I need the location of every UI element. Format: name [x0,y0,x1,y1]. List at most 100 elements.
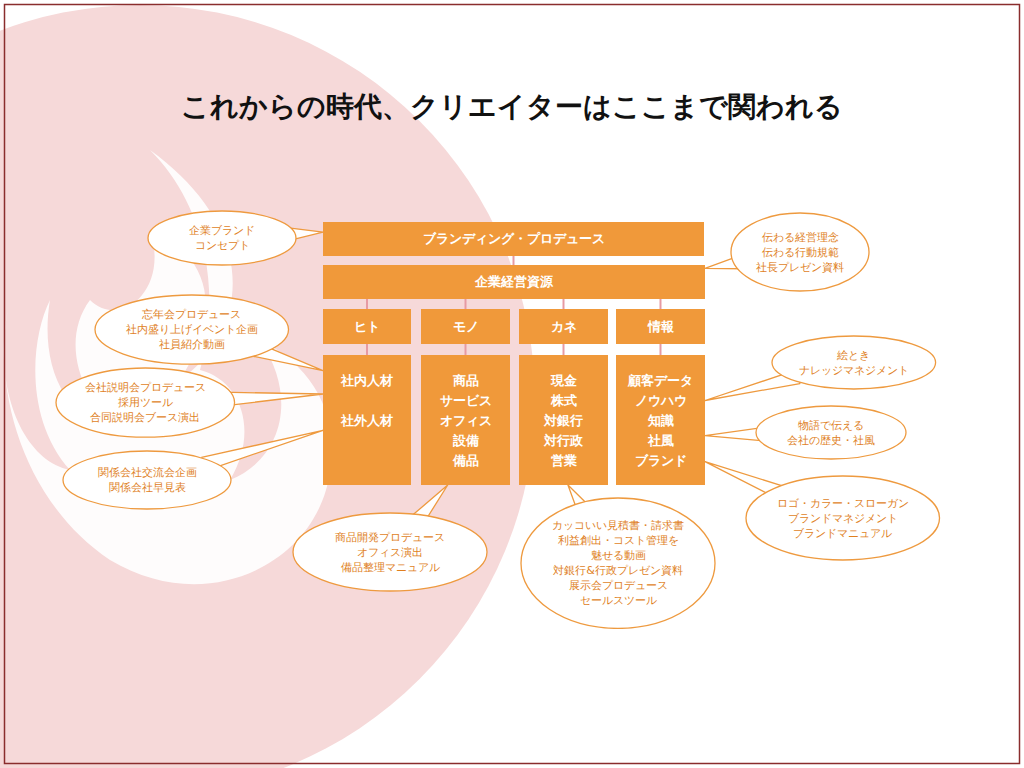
callout-text: コンセプト [195,238,250,253]
connector-line [513,256,515,265]
connector-line [465,344,467,355]
resource-box: 商品サービスオフィス設備備品 [421,355,510,485]
callout-text: ブランドマニュアル [793,526,892,541]
bubble-ellipse [56,368,235,437]
callout-text: セールスツール [580,593,657,608]
callout-text: 魅せる動画 [591,548,646,563]
box-label: 社内人材 [341,371,393,391]
box-label: 顧客データ [628,371,693,391]
callout-text: 備品整理マニュアル [341,560,440,575]
callout-text: 会社説明会プロデュース [85,380,206,395]
speech-bubble: 企業ブランドコンセプト [147,210,297,266]
slide-title: これからの時代、クリエイターはここまで関われる [0,88,1024,126]
callout-text: ナレッジマネジメント [799,363,909,378]
connector-line [660,344,662,355]
box-label: 現金 [551,371,577,391]
bubble-ellipse [63,451,231,509]
bubble-outline [520,497,716,629]
category-header: 情報 [616,309,705,344]
callout-text: 商品開発プロデュース [335,530,445,545]
speech-bubble: 物語で伝える会社の歴史・社風 [755,405,907,460]
connector-line [563,299,565,309]
speech-bubble: ロゴ・カラー・スローガンブランドマネジメントブランドマニュアル [745,475,941,561]
callout-text: 社長プレゼン資料 [756,260,844,275]
callout-text: オフィス演出 [357,545,423,560]
box-label: ブランド [635,451,687,471]
callout-text: ブランドマネジメント [788,511,898,526]
bubble-ellipse [95,295,289,364]
speech-bubble: 関係会社交流会企画関係会社早見表 [62,450,232,510]
box-label: サービス [440,391,492,411]
box-label: オフィス [440,411,492,431]
callout-text: 企業ブランド [189,223,255,238]
callout-text: ロゴ・カラー・スローガン [777,496,909,511]
resource-box: 顧客データノウハウ知識社風ブランド [616,355,705,485]
bubble-outline [755,405,907,460]
box-label: 企業経営資源 [475,272,553,292]
speech-bubble: 忘年会プロデュース社内盛り上げイベント企画社員紹介動画 [94,294,290,365]
box-label: 社風 [648,431,674,451]
speech-bubble: 絵ときナレッジマネジメント [771,335,937,390]
callout-text: 採用ツール [118,395,173,410]
bubble-ellipse [756,406,906,459]
category-header: ヒト [323,309,411,344]
resource-box: 現金株式対銀行対行政営業 [519,355,608,485]
bubble-ellipse [731,213,869,291]
callout-text: 対銀行&行政プレゼン資料 [553,563,683,578]
box-label: 設備 [453,431,479,451]
connector-line [465,299,467,309]
speech-bubble: 会社説明会プロデュース採用ツール合同説明会ブース演出 [55,367,236,438]
bubble-ellipse [772,336,936,389]
callout-text: 展示会プロデュース [569,578,668,593]
resource-box: 社内人材社外人材 [323,355,411,485]
category-header: モノ [421,309,510,344]
connector-line [660,299,662,309]
box-label: 対銀行 [544,411,583,431]
box-label: 営業 [551,451,577,471]
resource-band: 企業経営資源 [323,265,705,299]
bubble-ellipse [293,513,487,591]
bubble-outline [62,450,232,510]
box-label: 商品 [453,371,479,391]
callout-text: 忘年会プロデュース [142,307,241,322]
category-header: カネ [519,309,608,344]
branding-band: ブランディング・プロデュース [323,222,704,256]
box-label: カネ [551,317,577,337]
box-label: 株式 [551,391,577,411]
callout-text: 関係会社交流会企画 [98,465,197,480]
connector-line [366,299,368,309]
box-label: モノ [453,317,479,337]
bubble-ellipse [746,476,940,560]
speech-bubble: 商品開発プロデュースオフィス演出備品整理マニュアル [292,512,488,592]
callout-text: 絵とき [837,348,870,363]
bubble-ellipse [521,498,715,628]
box-label: 知識 [648,411,674,431]
callout-text: 社員紹介動画 [159,337,225,352]
box-label: 情報 [648,317,674,337]
box-label: 備品 [453,451,479,471]
callout-text: 伝わる経営理念 [762,230,839,245]
box-label: ヒト [354,317,380,337]
callout-text: 合同説明会ブース演出 [90,410,200,425]
speech-bubble: 伝わる経営理念伝わる行動規範社長プレゼン資料 [730,212,870,292]
bubble-tail [221,392,323,406]
callout-text: カッコいい見積書・請求書 [552,518,684,533]
box-label: ブランディング・プロデュース [423,229,605,249]
connector-line [366,344,368,355]
watermark-flame [4,150,332,584]
box-label: 社外人材 [341,411,393,431]
bubble-outline [771,335,937,390]
callout-text: 伝わる行動規範 [762,245,839,260]
callout-text: 物語で伝える [798,418,864,433]
callout-text: 会社の歴史・社風 [787,433,875,448]
callout-text: 関係会社早見表 [109,480,186,495]
bubble-outline [147,210,297,266]
box-label: 対行政 [544,431,583,451]
speech-bubble: カッコいい見積書・請求書利益創出・コスト管理を魅せる動画対銀行&行政プレゼン資料… [520,497,716,629]
callout-text: 社内盛り上げイベント企画 [126,322,258,337]
box-label: ノウハウ [635,391,687,411]
callout-text: 利益創出・コスト管理を [558,533,679,548]
bubble-ellipse [148,211,296,265]
connector-line [563,344,565,355]
